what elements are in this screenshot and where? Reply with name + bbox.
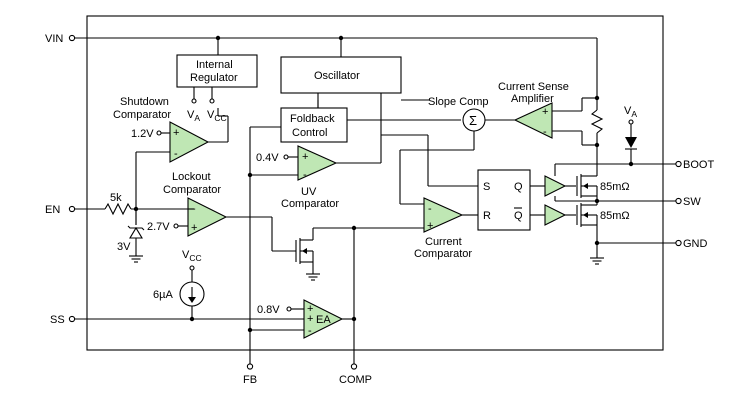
en-network: 5k 3V — [104, 192, 194, 263]
pin-sw: SW — [597, 196, 701, 208]
reg-vcc-label: VCC — [207, 109, 227, 123]
svg-text:-: - — [303, 169, 307, 181]
pin-ss: SS — [50, 314, 304, 326]
current-comparator: - + Current Comparator — [351, 131, 478, 260]
current-sense-amplifier: Current Sense Amplifier + - — [498, 38, 604, 176]
current-source-vcc: VCC — [182, 249, 202, 263]
pin-comp: COMP — [339, 228, 372, 386]
reg-va-label: VA — [187, 109, 200, 123]
high-side-driver — [544, 164, 597, 202]
svg-text:+: + — [302, 151, 308, 163]
slope-comp-label: Slope Comp — [428, 96, 489, 108]
error-amp-label: EA — [316, 314, 331, 326]
latch-q: Q — [514, 181, 523, 193]
ss-current-source: VCC 6µA — [153, 249, 205, 322]
uv-comparator: + - 0.4V UV Comparator — [247, 145, 339, 210]
error-amplifier: + + - EA 0.8V — [247, 299, 357, 339]
pin-fb-label: FB — [243, 374, 257, 386]
oscillator-label: Oscillator — [314, 70, 360, 82]
foldback-line1: Foldback — [290, 113, 335, 125]
uv-line1: UV — [301, 186, 317, 198]
uv-line2: Comparator — [281, 198, 339, 210]
pin-comp-label: COMP — [339, 374, 372, 386]
svg-text:-: - — [543, 126, 547, 138]
svg-text:-: - — [174, 148, 178, 160]
svg-text:+: + — [427, 220, 433, 232]
foldback-control: Foldback Control — [250, 107, 461, 143]
diode-va-label: VA — [624, 105, 637, 119]
pin-boot-label: BOOT — [683, 159, 714, 171]
low-side-mosfet: 85mΩ — [576, 201, 630, 265]
osc-to-set — [381, 134, 478, 187]
sr-latch: S R Q Q — [477, 169, 545, 231]
vref-0-4v: 0.4V — [256, 152, 279, 164]
rds-low-label: 85mΩ — [600, 210, 630, 222]
lockout-line2: Comparator — [163, 184, 221, 196]
shutdown-line2: Comparator — [113, 109, 171, 121]
pin-vin: VIN — [45, 33, 597, 45]
pin-vin-label: VIN — [45, 33, 63, 45]
current-source-label: 6µA — [153, 289, 173, 301]
latch-s: S — [483, 181, 490, 193]
vref-0-8v: 0.8V — [257, 304, 280, 316]
latch-r: R — [483, 210, 491, 222]
csa-line1: Current Sense — [498, 81, 569, 93]
oscillator: Oscillator — [280, 35, 402, 164]
lockout-line1: Lockout — [172, 171, 211, 183]
sigma-symbol: Σ — [469, 113, 477, 128]
current-comp-line2: Comparator — [414, 248, 472, 260]
shutdown-comparator: Shutdown Comparator + - 1.2V — [113, 96, 229, 225]
svg-text:+: + — [542, 106, 548, 118]
regulator-line1: Internal — [196, 59, 233, 71]
lockout-comparator: Lockout Comparator - + 2.7V — [147, 171, 296, 252]
vref-2-7v: 2.7V — [147, 221, 170, 233]
regulator-line2: Regulator — [190, 72, 238, 84]
chip-outline — [86, 15, 664, 351]
high-side-mosfet: 85mΩ — [576, 174, 630, 204]
pin-sw-label: SW — [683, 196, 701, 208]
svg-text:+: + — [191, 222, 197, 234]
svg-text:+: + — [307, 313, 313, 325]
pin-fb: FB — [243, 127, 257, 386]
svg-text:-: - — [308, 325, 312, 337]
internal-regulator: Internal Regulator VA VCC — [176, 35, 258, 123]
ss-pulldown-mosfet — [295, 227, 354, 281]
pin-en-label: EN — [45, 204, 60, 216]
foldback-line2: Control — [292, 127, 327, 139]
svg-text:+: + — [307, 303, 313, 315]
svg-text:-: - — [428, 203, 432, 215]
vref-1-2v: 1.2V — [131, 128, 154, 140]
rds-high-label: 85mΩ — [600, 181, 630, 193]
pin-ss-label: SS — [50, 314, 65, 326]
pin-boot: BOOT — [555, 159, 714, 171]
pin-en: EN — [45, 204, 105, 216]
zener-3v-label: 3V — [117, 241, 131, 253]
va-diode: VA — [624, 105, 637, 167]
csa-line2: Amplifier — [511, 93, 554, 105]
slope-comp-sum: Slope Comp Σ — [317, 96, 515, 132]
pin-gnd: GND — [597, 238, 708, 250]
latch-qbar: Q — [514, 210, 523, 222]
svg-text:+: + — [173, 127, 179, 139]
shutdown-line1: Shutdown — [120, 96, 169, 108]
resistor-5k-label: 5k — [110, 192, 122, 204]
low-side-driver — [544, 204, 576, 226]
current-comp-line1: Current — [425, 236, 462, 248]
pin-gnd-label: GND — [683, 238, 708, 250]
